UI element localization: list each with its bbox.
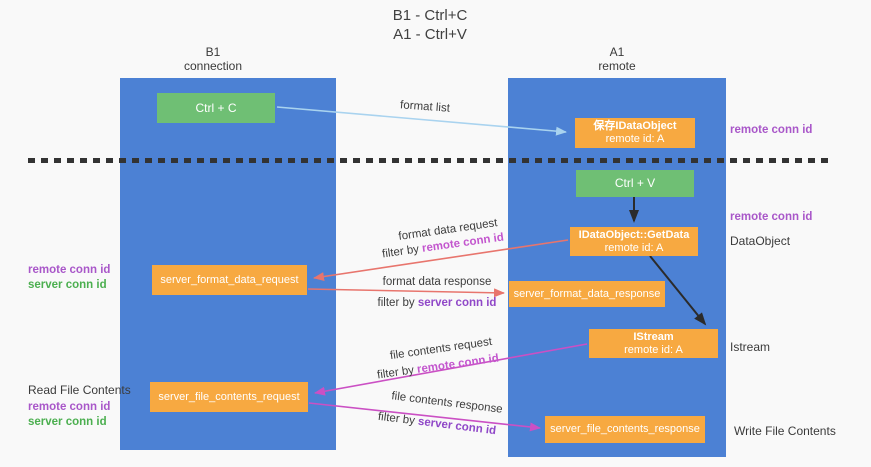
- server-format-data-response-box: server_format_data_response: [509, 281, 665, 307]
- right-column-header: A1 remote: [537, 45, 697, 73]
- save-idataobject-box: 保存IDataObject remote id: A: [575, 118, 695, 148]
- filter-by-server-conn-id-label-2: filter by server conn id: [377, 411, 496, 437]
- left-column-header: B1 connection: [133, 45, 293, 73]
- istream-box: IStream remote id: A: [589, 329, 718, 358]
- ctrl-v-box: Ctrl + V: [576, 170, 694, 197]
- right-remote-conn-id-top: remote conn id: [730, 124, 813, 136]
- file-contents-response-label: file contents response: [390, 390, 504, 416]
- server-file-contents-response-label: server_file_contents_response: [550, 423, 700, 435]
- istream-side-label: Istream: [730, 340, 771, 354]
- left-column-role: connection: [183, 59, 243, 73]
- ctrl-c-label: Ctrl + C: [195, 100, 237, 115]
- filter-by-text: filter by: [381, 243, 420, 261]
- idataobject-getdata-subtitle: remote id: A: [604, 241, 664, 254]
- right-remote-conn-id-mid: remote conn id: [730, 211, 813, 223]
- istream-subtitle: remote id: A: [624, 343, 683, 356]
- format-list-label: format list: [399, 99, 451, 115]
- server-format-data-request-box: server_format_data_request: [152, 265, 307, 295]
- server-conn-id-highlight: server conn id: [417, 415, 497, 438]
- copy-paste-divider-line: [28, 158, 832, 163]
- save-idataobject-title: 保存IDataObject: [593, 120, 677, 132]
- ctrl-v-label: Ctrl + V: [614, 176, 656, 190]
- ctrl-c-box: Ctrl + C: [157, 93, 275, 123]
- title-line-2: A1 - Ctrl+V: [393, 26, 467, 43]
- left-column-name: B1: [205, 45, 221, 59]
- format-data-response-arrow: [307, 288, 505, 298]
- left2-server-conn-id: server conn id: [28, 416, 107, 428]
- filter-by-text: filter by: [377, 297, 415, 309]
- read-file-contents-label: Read File Contents: [28, 383, 131, 397]
- server-format-data-request-label: server_format_data_request: [160, 273, 299, 286]
- title-line-1: B1 - Ctrl+C: [392, 7, 468, 24]
- server-file-contents-request-box: server_file_contents_request: [150, 382, 308, 412]
- dataobject-label: DataObject: [730, 234, 791, 248]
- format-data-response-label: format data response: [382, 276, 492, 288]
- left-server-conn-id: server conn id: [28, 279, 107, 291]
- write-file-contents-label: Write File Contents: [734, 424, 836, 438]
- istream-title: IStream: [633, 330, 674, 343]
- server-conn-id-highlight: server conn id: [417, 297, 497, 309]
- server-file-contents-request-label: server_file_contents_request: [158, 390, 300, 403]
- idataobject-getdata-title: IDataObject::GetData: [578, 228, 690, 241]
- filter-by-server-conn-id-label-1: filter by server conn id: [378, 297, 497, 309]
- server-format-data-response-label: server_format_data_response: [513, 287, 661, 300]
- idataobject-getdata-box: IDataObject::GetData remote id: A: [570, 227, 698, 256]
- server-file-contents-response-box: server_file_contents_response: [545, 416, 705, 443]
- right-column-name: A1: [609, 45, 625, 59]
- right-column-role: remote: [598, 59, 636, 73]
- filter-by-text: filter by: [377, 410, 416, 428]
- filter-by-text: filter by: [376, 364, 415, 382]
- save-idataobject-subtitle: remote id: A: [605, 133, 665, 145]
- diagram-title: B1 - Ctrl+C A1 - Ctrl+V: [300, 6, 560, 44]
- left2-remote-conn-id: remote conn id: [28, 401, 111, 413]
- left-remote-conn-id: remote conn id: [28, 264, 111, 276]
